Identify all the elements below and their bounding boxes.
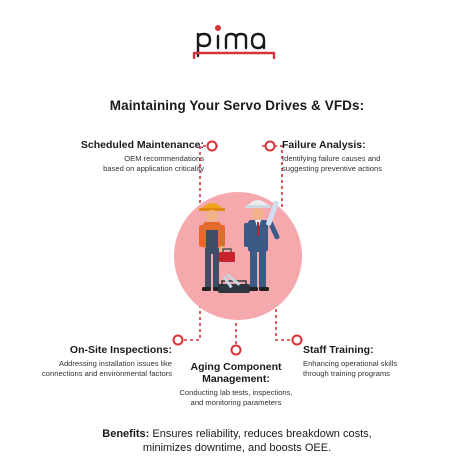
aging-desc-1: Conducting lab tests, inspections, bbox=[179, 388, 293, 397]
pima-logo: pima bbox=[192, 25, 276, 60]
benefits-label: Benefits: bbox=[102, 428, 150, 440]
section-failure: Failure Analysis: Identifying failure ca… bbox=[282, 139, 382, 173]
connector-circle-icon bbox=[264, 140, 276, 152]
connector-training bbox=[275, 305, 296, 341]
training-desc-1: Enhancing operational skills bbox=[303, 359, 398, 368]
connector-onsite bbox=[184, 305, 201, 341]
section-onsite: On-Site Inspections: Addressing installa… bbox=[42, 344, 172, 378]
connector-circle-icon bbox=[291, 334, 303, 346]
benefits-line-1: Ensures reliability, reduces breakdown c… bbox=[152, 428, 372, 440]
benefits-line-2: minimizes downtime, and boosts OEE. bbox=[142, 442, 332, 454]
failure-desc-2: suggesting preventive actions bbox=[282, 163, 383, 173]
onsite-title: On-Site Inspections: bbox=[69, 344, 172, 356]
benefits: Benefits: Ensures reliability, reduces b… bbox=[0, 427, 474, 455]
illustration-circle bbox=[174, 192, 302, 320]
engineer-illustration bbox=[244, 200, 280, 291]
training-desc-2: through training programs bbox=[303, 368, 390, 378]
scheduled-desc-1: OEM recommendations bbox=[124, 154, 204, 163]
toolbox-icon bbox=[219, 248, 235, 262]
section-aging: Aging Component Management: Conducting l… bbox=[150, 361, 322, 407]
tools-icon bbox=[218, 273, 250, 293]
connector-circle-icon bbox=[230, 344, 242, 356]
failure-desc-1: Identifying failure causes and bbox=[282, 154, 381, 163]
scheduled-desc-2: based on application criticality bbox=[103, 163, 204, 173]
connector-circle-icon bbox=[206, 140, 218, 152]
failure-title: Failure Analysis: bbox=[282, 139, 366, 151]
connector-circle-icon bbox=[172, 334, 184, 346]
section-training: Staff Training: Enhancing operational sk… bbox=[303, 344, 397, 378]
page-title: Maintaining Your Servo Drives & VFDs: bbox=[109, 98, 365, 113]
section-scheduled: Scheduled Maintenance: OEM recommendatio… bbox=[81, 139, 204, 173]
training-title: Staff Training: bbox=[303, 344, 374, 356]
aging-desc-2: and monitoring parameters bbox=[190, 397, 282, 407]
scheduled-title: Scheduled Maintenance: bbox=[80, 139, 204, 151]
aging-title-1: Aging Component bbox=[190, 361, 282, 373]
onsite-desc-1: Addressing installation issues like bbox=[58, 359, 172, 368]
aging-title-2: Management: bbox=[202, 373, 270, 385]
onsite-desc-2: connections and environmental factors bbox=[41, 368, 172, 378]
